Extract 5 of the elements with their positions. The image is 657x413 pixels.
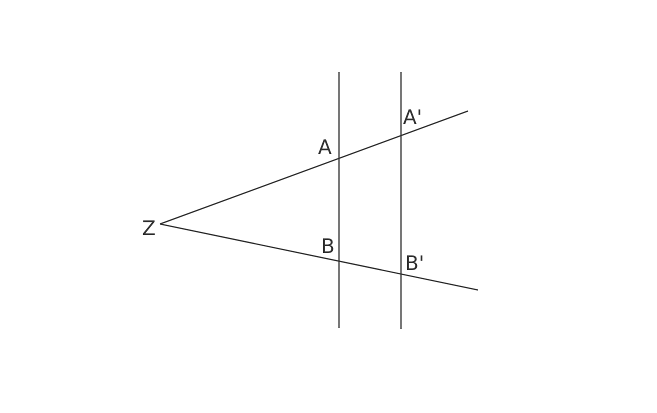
point-label: B' (405, 252, 424, 274)
point-label: A (318, 136, 332, 158)
point-label: A' (403, 106, 422, 128)
point-label: Z (142, 217, 156, 239)
point-label: B (321, 235, 335, 257)
